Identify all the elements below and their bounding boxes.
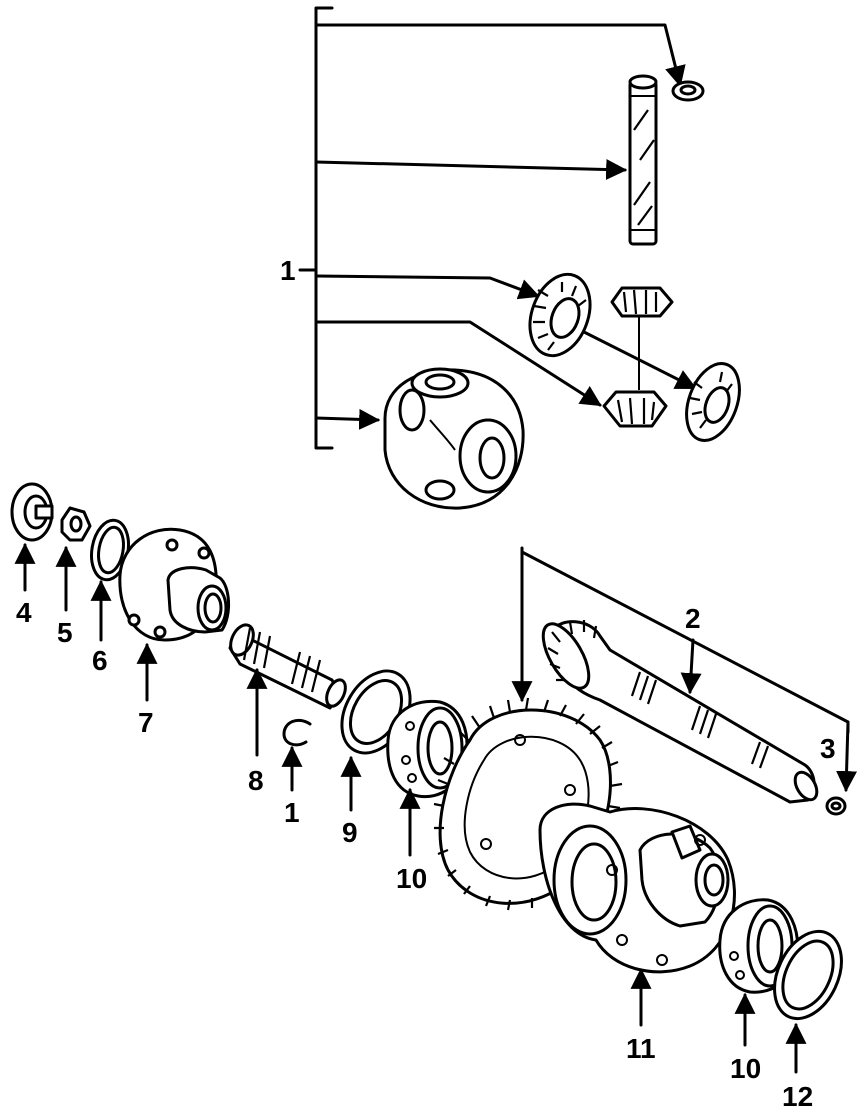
callout-8: 8 [248, 765, 264, 796]
part-3-clip [825, 796, 847, 816]
callout-3: 3 [820, 733, 836, 764]
callout-11: 11 [626, 1033, 656, 1064]
thrust-washer-small [671, 80, 705, 102]
side-gear-upper [528, 272, 592, 358]
callout-7: 7 [138, 707, 154, 738]
callout-labels: 1 2 3 4 5 6 7 8 1 9 10 11 10 12 [16, 255, 836, 1112]
callout-2: 2 [685, 603, 701, 634]
callout-4: 4 [16, 597, 32, 628]
part-10-bearing-left [386, 699, 469, 799]
part-1-circlip [282, 718, 312, 747]
part-12-shim [773, 929, 843, 1021]
part-11-differential-case [538, 802, 736, 974]
callout-1-top: 1 [280, 255, 296, 286]
callout-10-left: 10 [396, 863, 427, 894]
callout-1-circlip: 1 [284, 797, 300, 828]
part-4-bolt-washer [10, 482, 54, 542]
differential-case-inner [383, 367, 525, 510]
pinion-shaft [628, 74, 658, 246]
callout-10-right: 10 [730, 1053, 761, 1084]
group-1-bracket [298, 6, 686, 450]
callout-5: 5 [57, 617, 73, 648]
callout-9: 9 [342, 817, 358, 848]
side-gear-lower [582, 330, 741, 442]
part-7-extension-housing [118, 527, 230, 642]
part-8-output-shaft [228, 623, 347, 710]
pinion-gear-upper [610, 286, 674, 390]
pinion-gear-lower [602, 390, 668, 428]
part-2-intermediate-shaft [541, 620, 819, 804]
part-5-lock-plate [60, 506, 92, 542]
leader-arrows [14, 542, 807, 1074]
callout-12: 12 [782, 1081, 813, 1112]
part-6-o-ring [90, 518, 130, 582]
callout-6: 6 [92, 645, 108, 676]
group-2-bracket [511, 546, 858, 793]
